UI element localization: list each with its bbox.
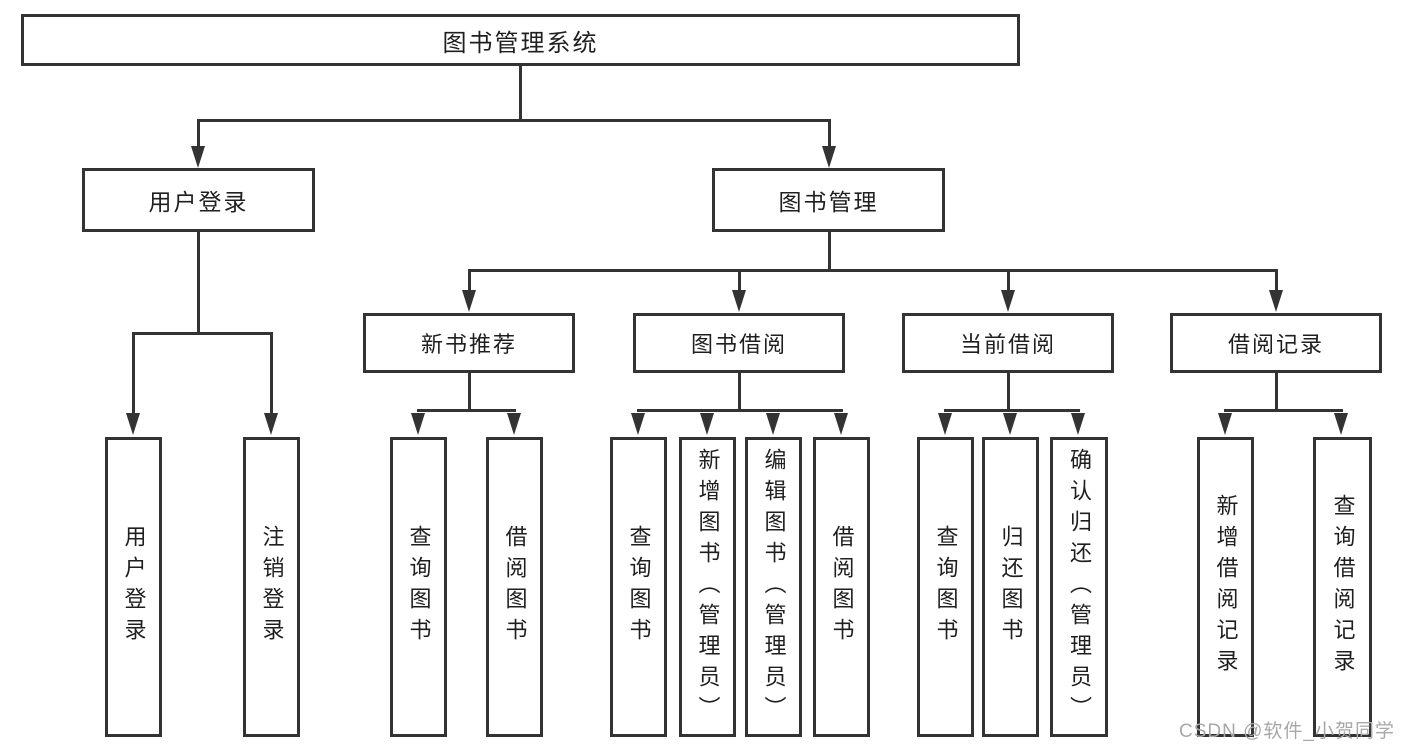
connector-line: [1275, 269, 1278, 291]
connector-line: [1007, 269, 1010, 291]
connector-line: [738, 269, 741, 291]
connector-line: [468, 269, 1278, 272]
arrow-down-icon: [732, 290, 746, 312]
connector-line: [417, 409, 516, 412]
leaf-add-book-admin-label: 新增图书（管理员）: [695, 447, 721, 727]
leaf-edit-book-admin-label: 编辑图书（管理员）: [761, 447, 787, 727]
leaf-confirm-return-admin-label: 确认归还（管理员）: [1067, 447, 1092, 727]
node-borrow-record: 借阅记录: [1170, 313, 1382, 373]
node-root: 图书管理系统: [21, 14, 1020, 66]
connector-line: [637, 409, 843, 412]
leaf-return-book-label: 归还图书: [998, 525, 1024, 649]
arrow-down-icon: [938, 413, 952, 435]
connector-line: [738, 371, 741, 412]
arrow-down-icon: [700, 413, 714, 435]
leaf-query-book-2: 查询图书: [610, 437, 667, 737]
connector-line: [519, 64, 522, 121]
leaf-user-login: 用户登录: [105, 437, 162, 737]
arrow-down-icon: [462, 290, 476, 312]
node-borrow-record-label: 借阅记录: [1227, 332, 1324, 357]
node-book-borrow: 图书借阅: [633, 313, 845, 373]
leaf-query-book-1: 查询图书: [390, 437, 447, 737]
arrow-down-icon: [126, 413, 140, 435]
node-book-management: 图书管理: [712, 168, 945, 232]
arrow-down-icon: [1334, 413, 1348, 435]
leaf-add-borrow-record: 新增借阅记录: [1197, 437, 1254, 737]
leaf-query-book-2-label: 查询图书: [626, 525, 652, 649]
leaf-query-book-3: 查询图书: [917, 437, 974, 737]
leaf-borrow-book-2-label: 借阅图书: [829, 525, 855, 649]
arrow-down-icon: [1001, 290, 1015, 312]
leaf-add-book-admin: 新增图书（管理员）: [679, 437, 736, 737]
connector-line: [944, 409, 1080, 412]
arrow-down-icon: [822, 146, 836, 168]
arrow-down-icon: [631, 413, 645, 435]
leaf-query-borrow-record: 查询借阅记录: [1313, 437, 1372, 737]
connector-line: [197, 119, 831, 122]
arrow-down-icon: [264, 413, 278, 435]
arrow-down-icon: [834, 413, 848, 435]
leaf-logout-label: 注销登录: [259, 525, 285, 649]
leaf-query-book-1-label: 查询图书: [406, 525, 432, 649]
connector-line: [828, 230, 831, 272]
connector-line: [468, 371, 471, 412]
leaf-confirm-return-admin: 确认归还（管理员）: [1050, 437, 1108, 737]
leaf-borrow-book-1: 借阅图书: [486, 437, 543, 737]
leaf-borrow-book-2: 借阅图书: [813, 437, 870, 737]
connector-line: [828, 119, 831, 149]
watermark-text: CSDN @软件_小贺同学: [1179, 721, 1395, 742]
node-root-label: 图书管理系统: [442, 29, 599, 57]
connector-line: [1007, 371, 1010, 412]
connector-line: [468, 269, 471, 291]
arrow-down-icon: [411, 413, 425, 435]
node-book-management-label: 图书管理: [778, 189, 879, 215]
arrow-down-icon: [507, 413, 521, 435]
leaf-edit-book-admin: 编辑图书（管理员）: [745, 437, 802, 737]
connector-line: [132, 332, 273, 335]
arrow-down-icon: [191, 146, 205, 168]
connector-line: [197, 230, 200, 335]
leaf-logout: 注销登录: [243, 437, 300, 737]
connector-line: [1275, 371, 1278, 412]
leaf-borrow-book-1-label: 借阅图书: [502, 525, 528, 649]
node-user-login-label: 用户登录: [148, 189, 249, 215]
arrow-down-icon: [1269, 290, 1283, 312]
arrow-down-icon: [1071, 413, 1085, 435]
connector-line: [197, 119, 200, 149]
node-user-login: 用户登录: [82, 168, 315, 232]
node-new-book-recommend-label: 新书推荐: [420, 332, 517, 357]
leaf-query-book-3-label: 查询图书: [933, 525, 959, 649]
arrow-down-icon: [1003, 413, 1017, 435]
arrow-down-icon: [1218, 413, 1232, 435]
connector-line: [132, 332, 135, 415]
connector-line: [1224, 409, 1343, 412]
leaf-return-book: 归还图书: [982, 437, 1039, 737]
node-new-book-recommend: 新书推荐: [363, 313, 575, 373]
node-current-borrow: 当前借阅: [902, 313, 1114, 373]
connector-line: [270, 332, 273, 415]
leaf-user-login-label: 用户登录: [121, 525, 147, 649]
leaf-query-borrow-record-label: 查询借阅记录: [1330, 494, 1356, 680]
arrow-down-icon: [766, 413, 780, 435]
node-current-borrow-label: 当前借阅: [959, 332, 1056, 357]
leaf-add-borrow-record-label: 新增借阅记录: [1213, 494, 1239, 680]
node-book-borrow-label: 图书借阅: [690, 332, 787, 357]
